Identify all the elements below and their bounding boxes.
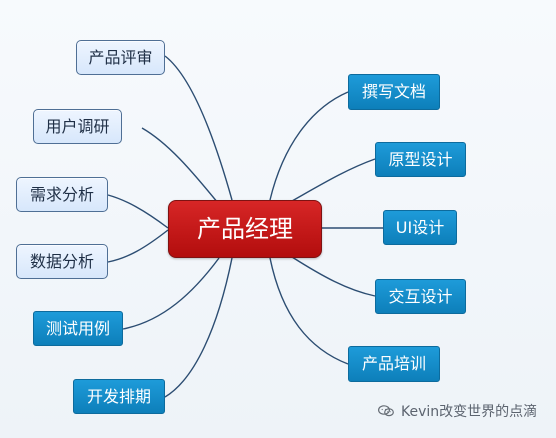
wechat-icon [377, 405, 394, 417]
central-topic-node: 产品经理 [168, 200, 322, 258]
right-branch-label-2: 原型设计 [388, 149, 453, 169]
left-branch-node-1: 产品评审 [76, 40, 165, 75]
connector-left-5 [122, 257, 220, 330]
right-branch-label-5: 产品培训 [361, 354, 426, 373]
connector-right-2 [291, 158, 376, 202]
left-branch-node-5: 测试用例 [33, 311, 123, 346]
left-branch-label-1: 产品评审 [88, 47, 153, 67]
right-branch-label-3: UI设计 [395, 217, 445, 237]
right-branch-label-4: 交互设计 [388, 286, 453, 306]
watermark: Kevin改变世界的点滴 [377, 401, 537, 421]
connector-left-1 [164, 55, 233, 201]
left-branch-label-6: 开发排期 [86, 386, 151, 406]
connector-right-4 [291, 256, 376, 297]
right-branch-node-4: 交互设计 [375, 279, 466, 314]
right-branch-node-5: 产品培训 [348, 346, 440, 382]
left-branch-label-4: 数据分析 [29, 251, 94, 271]
connector-right-5 [269, 257, 349, 365]
connector-left-2 [141, 127, 219, 204]
right-branch-node-2: 原型设计 [375, 142, 466, 177]
left-branch-label-5: 测试用例 [45, 318, 110, 338]
left-branch-label-2: 用户调研 [45, 116, 110, 136]
left-branch-node-4: 数据分析 [16, 244, 108, 279]
left-branch-node-6: 开发排期 [73, 379, 165, 414]
connector-left-3 [107, 194, 169, 229]
right-branch-label-1: 撰写文档 [361, 82, 426, 101]
left-branch-node-2: 用户调研 [33, 109, 122, 144]
connector-left-6 [164, 257, 233, 398]
right-branch-node-1: 撰写文档 [348, 74, 440, 110]
connector-left-4 [107, 229, 169, 263]
left-branch-node-3: 需求分析 [16, 177, 108, 212]
left-branch-label-3: 需求分析 [29, 184, 94, 204]
connector-right-1 [269, 91, 349, 201]
central-topic-label: 产品经理 [197, 215, 293, 243]
watermark-text: Kevin改变世界的点滴 [401, 404, 538, 420]
right-branch-node-3: UI设计 [383, 210, 457, 245]
